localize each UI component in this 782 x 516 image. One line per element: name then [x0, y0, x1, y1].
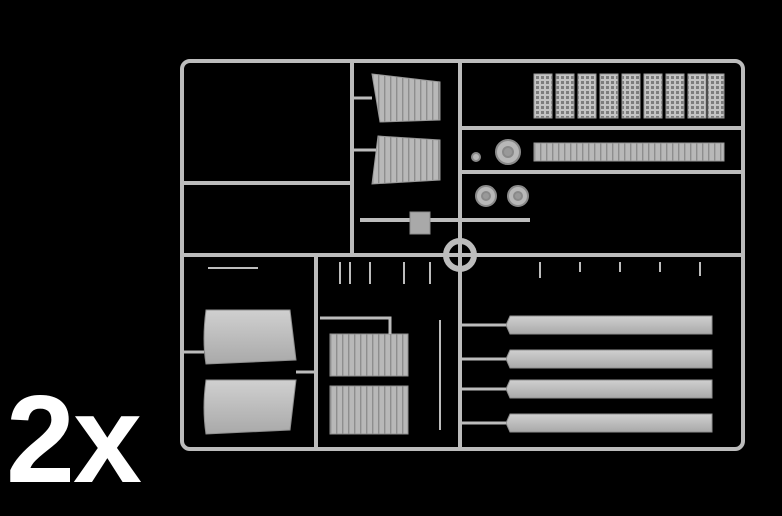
long-rails: [505, 315, 713, 433]
small-block: [409, 211, 431, 235]
sprue-frame: [180, 59, 745, 451]
hatch-panels: [183, 309, 316, 435]
quantity-label: 2x: [6, 371, 142, 509]
grille-parts: [533, 73, 725, 162]
louver-panels: [352, 73, 441, 185]
ribbed-blocks: [320, 316, 409, 435]
sprue-hub: [443, 238, 477, 272]
wheel-parts: [471, 139, 529, 207]
small-parts: [208, 262, 701, 430]
